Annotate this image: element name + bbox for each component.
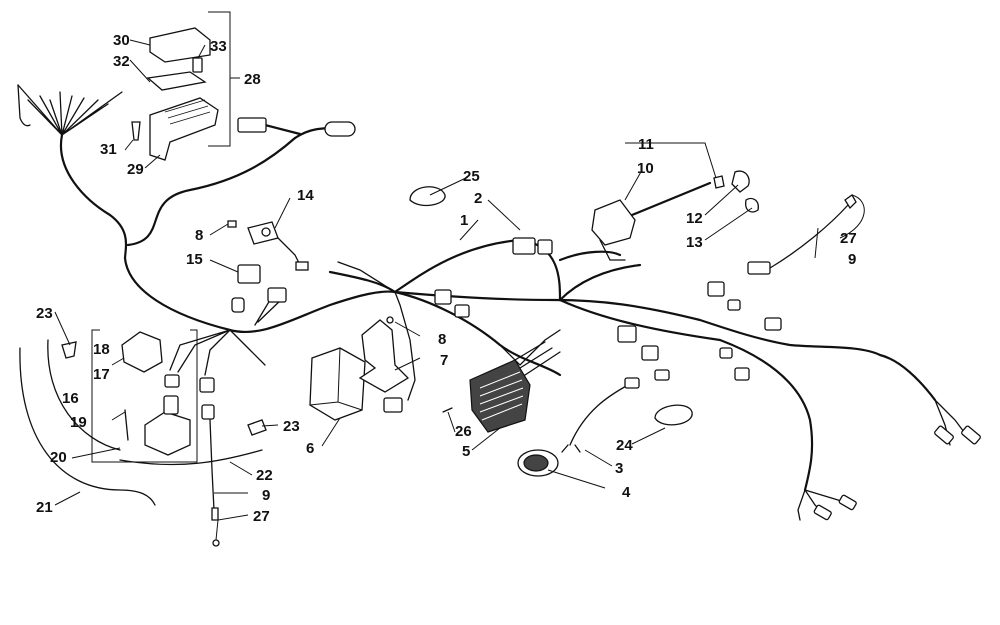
callout-26: 26 (455, 423, 472, 440)
callout-32: 32 (113, 53, 130, 70)
terminal-cap-23b (247, 419, 267, 436)
fuse-block-cover (149, 27, 211, 63)
callout-29: 29 (127, 161, 144, 178)
right-connectors (617, 281, 981, 521)
screw-26 (442, 407, 453, 413)
callout-10: 10 (637, 160, 654, 177)
wire-9-upper (747, 194, 857, 275)
callout-27a: 27 (253, 508, 270, 525)
callout-5: 5 (462, 443, 470, 460)
switch-4 (517, 449, 559, 477)
spring-13 (745, 197, 759, 213)
control-module-6 (309, 347, 366, 421)
fuse-block (149, 97, 219, 161)
screw (131, 121, 141, 141)
callout-4: 4 (622, 484, 631, 501)
callout-8a: 8 (195, 227, 203, 244)
bracket-7 (358, 319, 410, 393)
callout-23b: 23 (283, 418, 300, 435)
fuse-block-gasket (146, 71, 207, 91)
wire-20 (47, 339, 121, 451)
callout-9b: 9 (848, 251, 856, 268)
main-harness (17, 84, 971, 521)
callout-6: 6 (306, 440, 314, 457)
leader-lines (54, 39, 865, 541)
callout-14: 14 (297, 187, 314, 204)
callout-20: 20 (50, 449, 67, 466)
boot-11 (713, 175, 725, 189)
callout-28: 28 (244, 71, 261, 88)
relay-17 (144, 395, 191, 456)
callout-15: 15 (186, 251, 203, 268)
callout-27b: 27 (840, 230, 857, 247)
callout-3: 3 (615, 460, 623, 477)
clamp-24 (654, 404, 693, 426)
callout-7: 7 (440, 352, 448, 369)
bracket-14 (247, 221, 309, 271)
connector-15 (237, 264, 261, 284)
callout-1: 1 (460, 212, 468, 229)
cap-12 (731, 170, 750, 193)
wire-21 (19, 347, 156, 506)
connector-17 (164, 374, 180, 388)
screw-8b (386, 316, 394, 324)
callout-24: 24 (616, 437, 633, 454)
wire-9-lower (209, 419, 215, 511)
fuse-block-leads (17, 84, 123, 136)
callout-labels: 1 2 3 4 5 6 7 8 8 9 9 10 11 12 13 14 15 … (36, 32, 857, 525)
callout-22: 22 (256, 467, 273, 484)
wire-19 (124, 409, 129, 441)
screw-8a (227, 220, 237, 228)
clamp-25 (409, 186, 446, 207)
callout-12: 12 (686, 210, 703, 227)
relay-18-cover (121, 331, 163, 373)
callout-8b: 8 (438, 331, 446, 348)
wire-22 (119, 449, 263, 466)
callout-18: 18 (93, 341, 110, 358)
callout-30: 30 (113, 32, 130, 49)
callout-16: 16 (62, 390, 79, 407)
fuse (192, 57, 203, 73)
callout-19: 19 (70, 414, 87, 431)
callout-21: 21 (36, 499, 53, 516)
group-brackets (91, 11, 240, 463)
top-connectors (237, 117, 356, 137)
fuse-block-assembly (131, 27, 219, 161)
harness-3 (561, 377, 640, 453)
callout-23a: 23 (36, 305, 53, 322)
terminal-27-lower (212, 539, 220, 547)
callout-31: 31 (100, 141, 117, 158)
callout-2: 2 (474, 190, 482, 207)
harness-relay-block (512, 237, 553, 255)
callout-17: 17 (93, 366, 110, 383)
callout-33: 33 (210, 38, 227, 55)
callout-13: 13 (686, 234, 703, 251)
callout-11: 11 (638, 136, 654, 153)
ignition-coil-10 (591, 181, 712, 261)
regulator-5 (469, 341, 561, 433)
terminal-cap-23a (61, 341, 77, 359)
callout-9a: 9 (262, 487, 270, 504)
callout-25: 25 (463, 168, 480, 185)
